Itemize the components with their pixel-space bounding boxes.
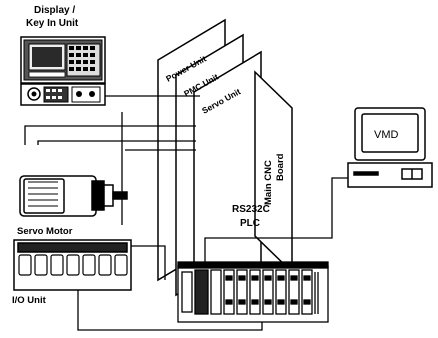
display-label-line2: Key In Unit (26, 18, 79, 29)
servo-motor-cable-b (37, 140, 196, 145)
display-label-line1: Display / (34, 5, 75, 16)
io-to-plc-cable-b (77, 290, 263, 331)
rs232c-label: RS232C (232, 204, 270, 215)
plc-label: PLC (240, 218, 260, 229)
vmd-screen (361, 113, 419, 153)
vmd-computer (347, 107, 433, 188)
servo-motor-cable-a (24, 125, 196, 145)
servo-motor-label: Servo Motor (17, 226, 73, 237)
io-unit-label: I/O Unit (12, 295, 47, 306)
plc-unit (177, 261, 329, 323)
io-unit (13, 239, 132, 291)
rs232c-cable (204, 177, 348, 265)
vmd-label: VMD (374, 129, 399, 141)
wiring (24, 95, 348, 331)
display-key-in-unit (20, 36, 106, 106)
main-board-label-line1: Main CNC (263, 160, 274, 205)
servo-motor (19, 175, 128, 217)
main-board-label-line2: Board (275, 153, 286, 181)
